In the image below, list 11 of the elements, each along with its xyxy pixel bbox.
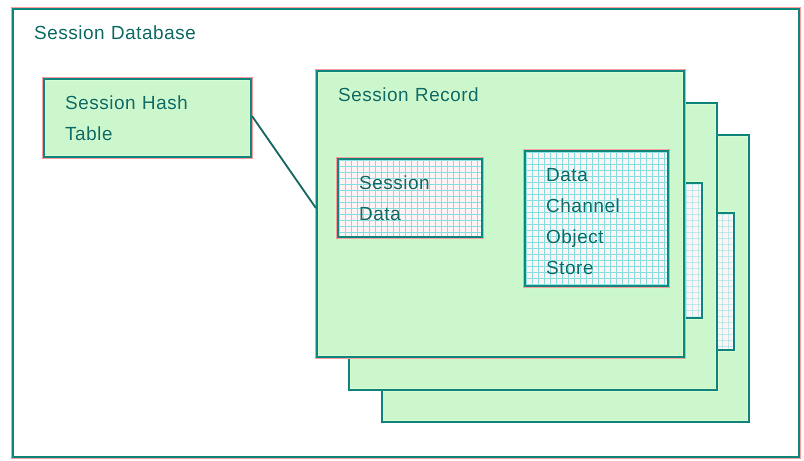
box-label: Session Data (359, 172, 432, 227)
box-label: Session Record (338, 84, 480, 108)
box-label: Data Channel Object Store (546, 164, 622, 281)
connector-line (251, 115, 317, 209)
container-title: Session Database (34, 22, 198, 46)
database-container (12, 8, 800, 458)
grid-box (524, 150, 669, 287)
box-label: Session Hash Table (65, 92, 190, 147)
record-box (316, 70, 685, 358)
grid-box (337, 158, 483, 238)
record-box (43, 78, 252, 158)
